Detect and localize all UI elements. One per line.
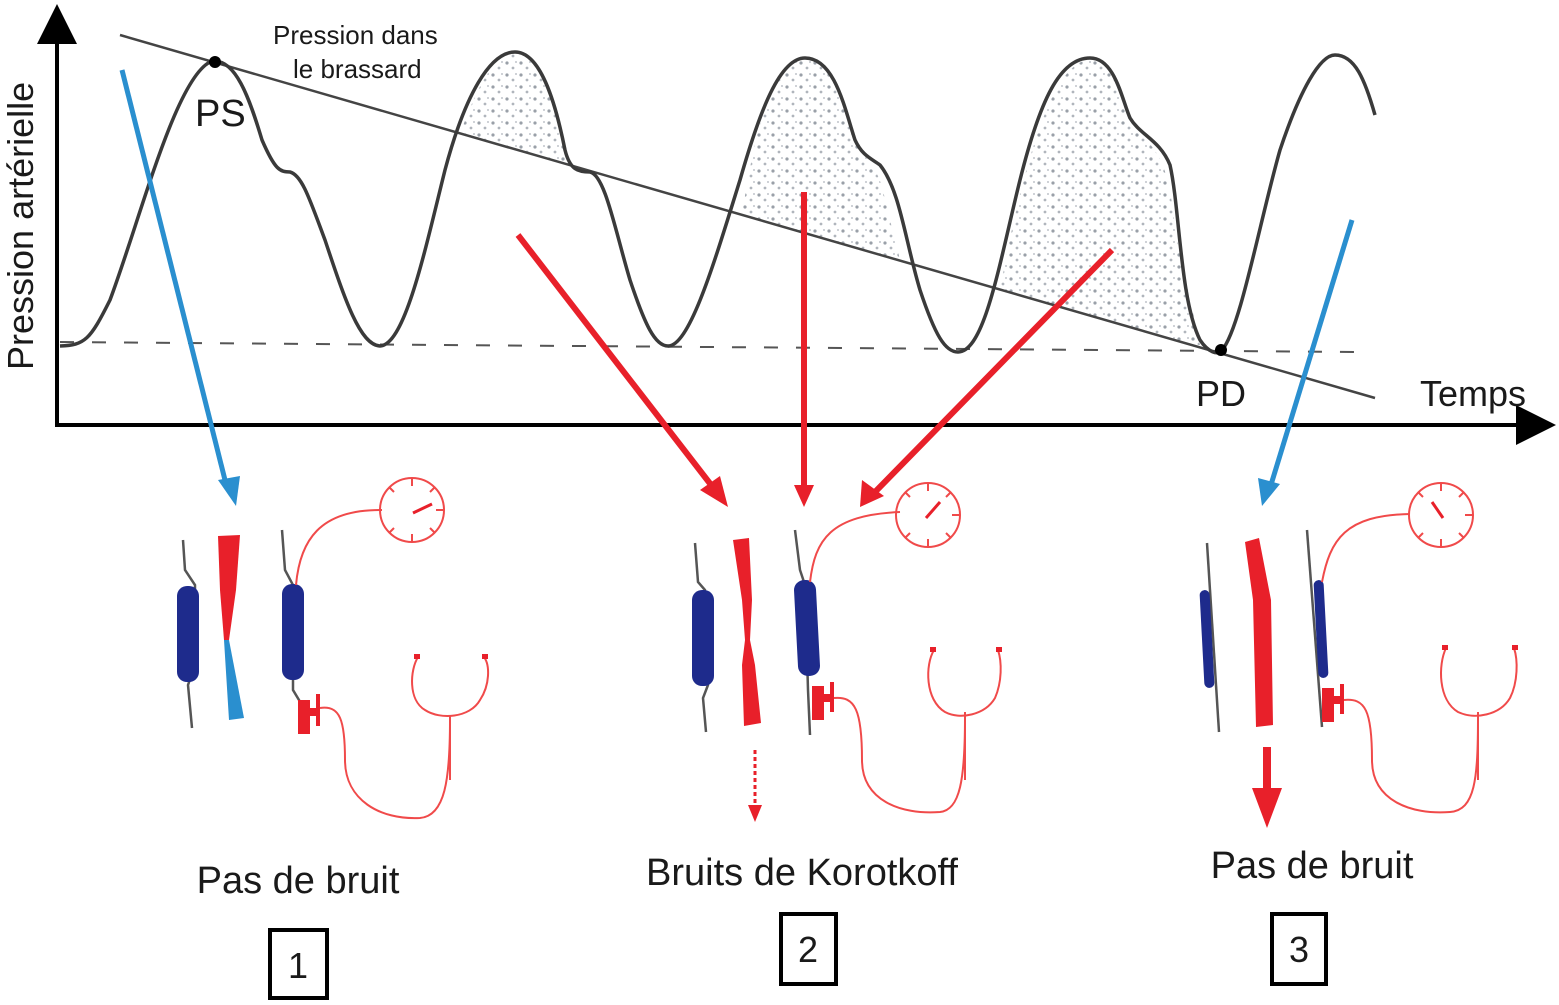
manometer-tube <box>1321 513 1411 583</box>
vein-left-compressed <box>1199 590 1215 688</box>
manometer-gauge-icon <box>895 482 961 548</box>
artery-distal-blue <box>224 640 244 720</box>
manometer-gauge-icon <box>1408 482 1474 548</box>
stethoscope-icon <box>1322 645 1518 814</box>
blue-arrow-panel-3 <box>1258 219 1355 506</box>
artery-partially-open <box>733 538 761 726</box>
diastolic-dashed-line <box>59 341 1356 353</box>
red-arrow-center <box>794 192 814 507</box>
systolic-point <box>209 56 221 68</box>
manometer-tube <box>809 511 901 583</box>
vessel-wall-right <box>1305 529 1324 728</box>
cuff-pressure-label-line2: le brassard <box>293 54 422 84</box>
stethoscope-icon <box>298 654 490 820</box>
panel-3-caption: Pas de bruit <box>1211 845 1414 887</box>
panel-3-number-box: 3 <box>1270 912 1328 986</box>
shaded-region-beat-4 <box>1000 60 1200 345</box>
cuff-bladder <box>794 579 820 677</box>
panel-3-illustration <box>1199 482 1518 828</box>
artery-open <box>1245 538 1273 727</box>
panel-1-number: 1 <box>288 945 308 986</box>
panel-1-number-box: 1 <box>268 928 329 1000</box>
stethoscope-icon <box>812 647 1002 814</box>
vessel-wall-left <box>1205 542 1221 733</box>
artery-occluded <box>218 535 240 640</box>
manometer-tube <box>295 509 382 586</box>
korotkoff-shaded-regions <box>430 52 1200 345</box>
diastolic-point <box>1215 344 1227 356</box>
panel-2-number-box: 2 <box>779 912 838 986</box>
manometer-gauge-icon <box>379 477 445 543</box>
panel-2-number: 2 <box>798 929 818 970</box>
cuff-bladder-compressed <box>1313 580 1329 678</box>
panel-2-illustration <box>692 482 1002 822</box>
cuff-pressure-line <box>119 33 1376 400</box>
panel-1-illustration <box>177 477 490 820</box>
blue-arrow-panel-1 <box>119 69 240 506</box>
red-arrow-right <box>860 247 1115 507</box>
laminar-flow-arrowhead <box>1252 788 1282 828</box>
x-axis-label: Temps <box>1420 373 1526 414</box>
systolic-label: PS <box>195 93 246 135</box>
panel-2-caption: Bruits de Korotkoff <box>646 852 958 894</box>
red-arrow-left <box>515 233 728 507</box>
panel-3-number: 3 <box>1289 929 1309 970</box>
vein-left <box>177 586 199 682</box>
panel-1-caption: Pas de bruit <box>197 860 400 902</box>
arterial-pressure-waveform <box>59 50 1377 355</box>
diastolic-label: PD <box>1196 373 1246 414</box>
turbulent-flow-arrowhead <box>748 805 762 822</box>
cuff-pressure-label-line1: Pression dans <box>273 20 438 50</box>
shaded-region-beat-3 <box>740 58 900 260</box>
vein-left <box>692 590 714 686</box>
cuff-bladder <box>282 584 304 680</box>
y-axis-label: Pression artérielle <box>0 82 41 370</box>
